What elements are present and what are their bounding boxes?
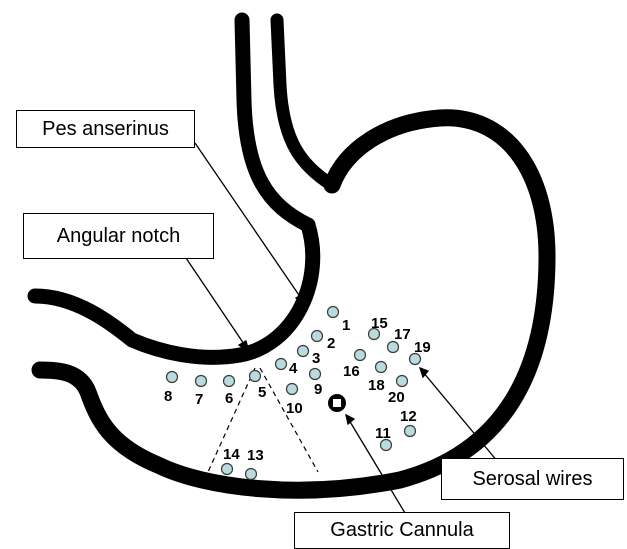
electrode-label-2: 2 bbox=[327, 335, 335, 352]
electrode-label-8: 8 bbox=[164, 388, 172, 405]
electrode-label-16: 16 bbox=[343, 363, 360, 380]
electrode-label-11: 11 bbox=[375, 425, 391, 442]
esophagus-inner-wall bbox=[277, 20, 332, 185]
electrode-label-4: 4 bbox=[289, 360, 298, 377]
electrode-label-12: 12 bbox=[400, 408, 417, 425]
electrode-label-19: 19 bbox=[414, 339, 431, 356]
electrode-9 bbox=[310, 369, 321, 380]
electrode-14 bbox=[222, 464, 233, 475]
gastric-cannula-arrowhead bbox=[346, 415, 354, 424]
cannula-center bbox=[333, 399, 341, 407]
electrode-18 bbox=[376, 362, 387, 373]
electrode-16 bbox=[355, 350, 366, 361]
dashed-line-right bbox=[260, 368, 318, 472]
angular-notch-label: Angular notch bbox=[23, 213, 214, 259]
electrode-2 bbox=[312, 331, 323, 342]
electrode-13 bbox=[246, 469, 257, 480]
electrode-label-9: 9 bbox=[314, 381, 322, 398]
electrode-label-17: 17 bbox=[394, 326, 411, 343]
gastric-cannula-icon bbox=[328, 394, 346, 412]
electrode-label-1: 1 bbox=[342, 317, 350, 334]
electrode-label-7: 7 bbox=[195, 391, 203, 408]
electrode-label-3: 3 bbox=[312, 350, 320, 367]
electrode-7 bbox=[196, 376, 207, 387]
electrode-label-20: 20 bbox=[388, 389, 405, 406]
electrode-20 bbox=[397, 376, 408, 387]
electrode-6 bbox=[224, 376, 235, 387]
electrode-12 bbox=[405, 426, 416, 437]
electrode-label-10: 10 bbox=[286, 400, 303, 417]
electrode-3 bbox=[298, 346, 309, 357]
electrode-label-15: 15 bbox=[371, 315, 388, 332]
electrode-label-5: 5 bbox=[258, 384, 266, 401]
pes-anserinus-label: Pes anserinus bbox=[16, 110, 195, 148]
electrode-label-13: 13 bbox=[247, 447, 264, 464]
electrode-label-6: 6 bbox=[225, 390, 233, 407]
electrode-10 bbox=[287, 384, 298, 395]
electrode-5 bbox=[250, 371, 261, 382]
electrode-17 bbox=[388, 342, 399, 353]
greater-curvature bbox=[40, 118, 547, 490]
serosal-wires-label: Serosal wires bbox=[441, 458, 624, 500]
electrode-1 bbox=[328, 307, 339, 318]
gastric-cannula-label: Gastric Cannula bbox=[294, 512, 510, 549]
electrode-label-18: 18 bbox=[368, 377, 385, 394]
electrode-4 bbox=[276, 359, 287, 370]
electrode-8 bbox=[167, 372, 178, 383]
electrode-label-14: 14 bbox=[223, 446, 240, 463]
angular-notch-arrow bbox=[186, 258, 246, 347]
